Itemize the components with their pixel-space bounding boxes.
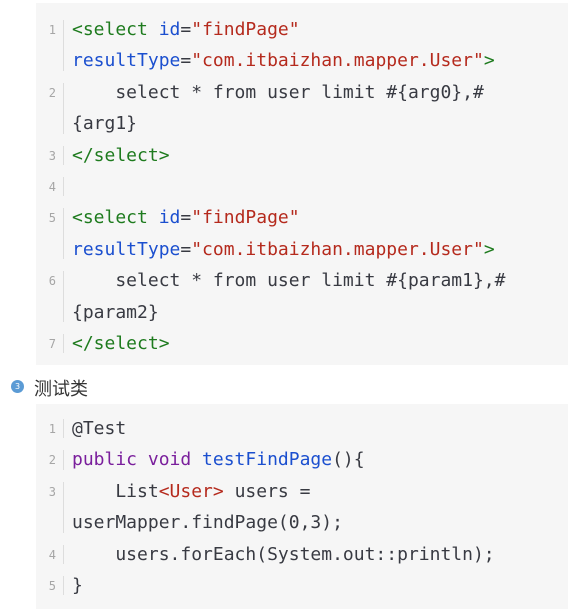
line-number: 3 — [48, 484, 56, 499]
code-token: <select — [72, 19, 159, 40]
code-token: resultType — [72, 238, 181, 260]
code-block-test-java: @Test public void testFindPage(){ List<Us… — [36, 404, 568, 609]
code-token: users = — [223, 480, 311, 502]
code-token: "com.itbaizhan.mapper.User" — [191, 50, 484, 72]
gutter-separator — [63, 450, 64, 470]
gutter-separator — [63, 334, 64, 354]
gutter-separator — [63, 544, 64, 564]
code-token: users.forEach(System.out::println); — [72, 543, 495, 565]
code-token: select * from user limit #{param1},# — [72, 270, 506, 292]
code-token: resultType — [72, 50, 181, 72]
code-token: List — [72, 480, 159, 502]
code-token: @Test — [72, 418, 127, 439]
code-line: <select id="findPage" — [72, 202, 300, 233]
code-token: select * from user limit #{arg0},# — [72, 81, 484, 103]
code-token: = — [180, 207, 192, 229]
code-line: select * from user limit #{arg0},# — [72, 77, 484, 108]
code-line: } — [72, 570, 83, 601]
line-number: 5 — [48, 211, 56, 226]
code-token: </select> — [72, 144, 170, 166]
code-line: resultType="com.itbaizhan.mapper.User"> — [72, 45, 495, 76]
code-token: "findPage" — [191, 207, 300, 229]
code-block-mapper-xml: <select id="findPage"resultType="com.itb… — [36, 3, 568, 365]
code-token: <select — [72, 207, 159, 229]
list-item-test-class: 3 测试类 — [8, 374, 308, 400]
code-token: = — [180, 238, 192, 260]
code-line: {param2} — [72, 297, 159, 328]
code-token: userMapper.findPage(0,3); — [72, 512, 343, 534]
gutter-separator — [63, 82, 64, 134]
code-token: </select> — [72, 333, 170, 354]
code-token: > — [483, 238, 495, 260]
code-token: <User> — [158, 480, 224, 502]
code-line: public void testFindPage(){ — [72, 444, 365, 475]
code-token: id — [158, 19, 181, 40]
code-line: <select id="findPage" — [72, 14, 300, 45]
line-number: 2 — [48, 85, 56, 100]
code-token: (){ — [332, 449, 365, 471]
code-line: </select> — [72, 328, 170, 359]
code-token: {param2} — [72, 301, 159, 323]
code-token: public — [72, 449, 148, 471]
code-line: users.forEach(System.out::println); — [72, 539, 495, 570]
code-token: = — [180, 19, 192, 40]
code-line: {arg1} — [72, 108, 137, 139]
code-token: "findPage" — [191, 19, 300, 40]
code-token: = — [180, 50, 192, 72]
code-line: resultType="com.itbaizhan.mapper.User"> — [72, 234, 495, 265]
gutter-separator — [63, 576, 64, 596]
gutter-separator — [63, 271, 64, 322]
gutter-separator — [63, 145, 64, 165]
code-token: testFindPage — [202, 449, 333, 471]
line-number: 7 — [48, 337, 56, 351]
gutter-separator — [63, 419, 64, 439]
code-line: userMapper.findPage(0,3); — [72, 507, 343, 538]
code-line: List<User> users = — [72, 476, 310, 507]
line-number: 2 — [48, 453, 56, 468]
line-number: 3 — [48, 148, 56, 163]
line-number: 1 — [48, 23, 56, 37]
line-number: 6 — [48, 274, 56, 289]
gutter-separator — [63, 20, 64, 71]
code-token: {arg1} — [72, 113, 138, 135]
line-number: 4 — [48, 180, 56, 194]
list-item-text: 测试类 — [34, 379, 88, 400]
gutter-separator — [63, 481, 64, 533]
code-token: } — [72, 575, 83, 596]
gutter-separator — [63, 177, 64, 197]
code-token: "com.itbaizhan.mapper.User" — [191, 238, 484, 260]
code-token: id — [158, 207, 181, 229]
code-token: void — [147, 449, 203, 471]
line-number: 4 — [48, 547, 56, 562]
gutter-separator — [63, 208, 64, 260]
code-line: </select> — [72, 140, 170, 171]
line-number: 5 — [48, 579, 56, 593]
code-line: select * from user limit #{param1},# — [72, 265, 505, 296]
code-line: @Test — [72, 413, 126, 444]
numbered-bullet-icon: 3 — [11, 380, 24, 393]
line-number: 1 — [48, 422, 56, 436]
code-token: > — [483, 50, 495, 72]
